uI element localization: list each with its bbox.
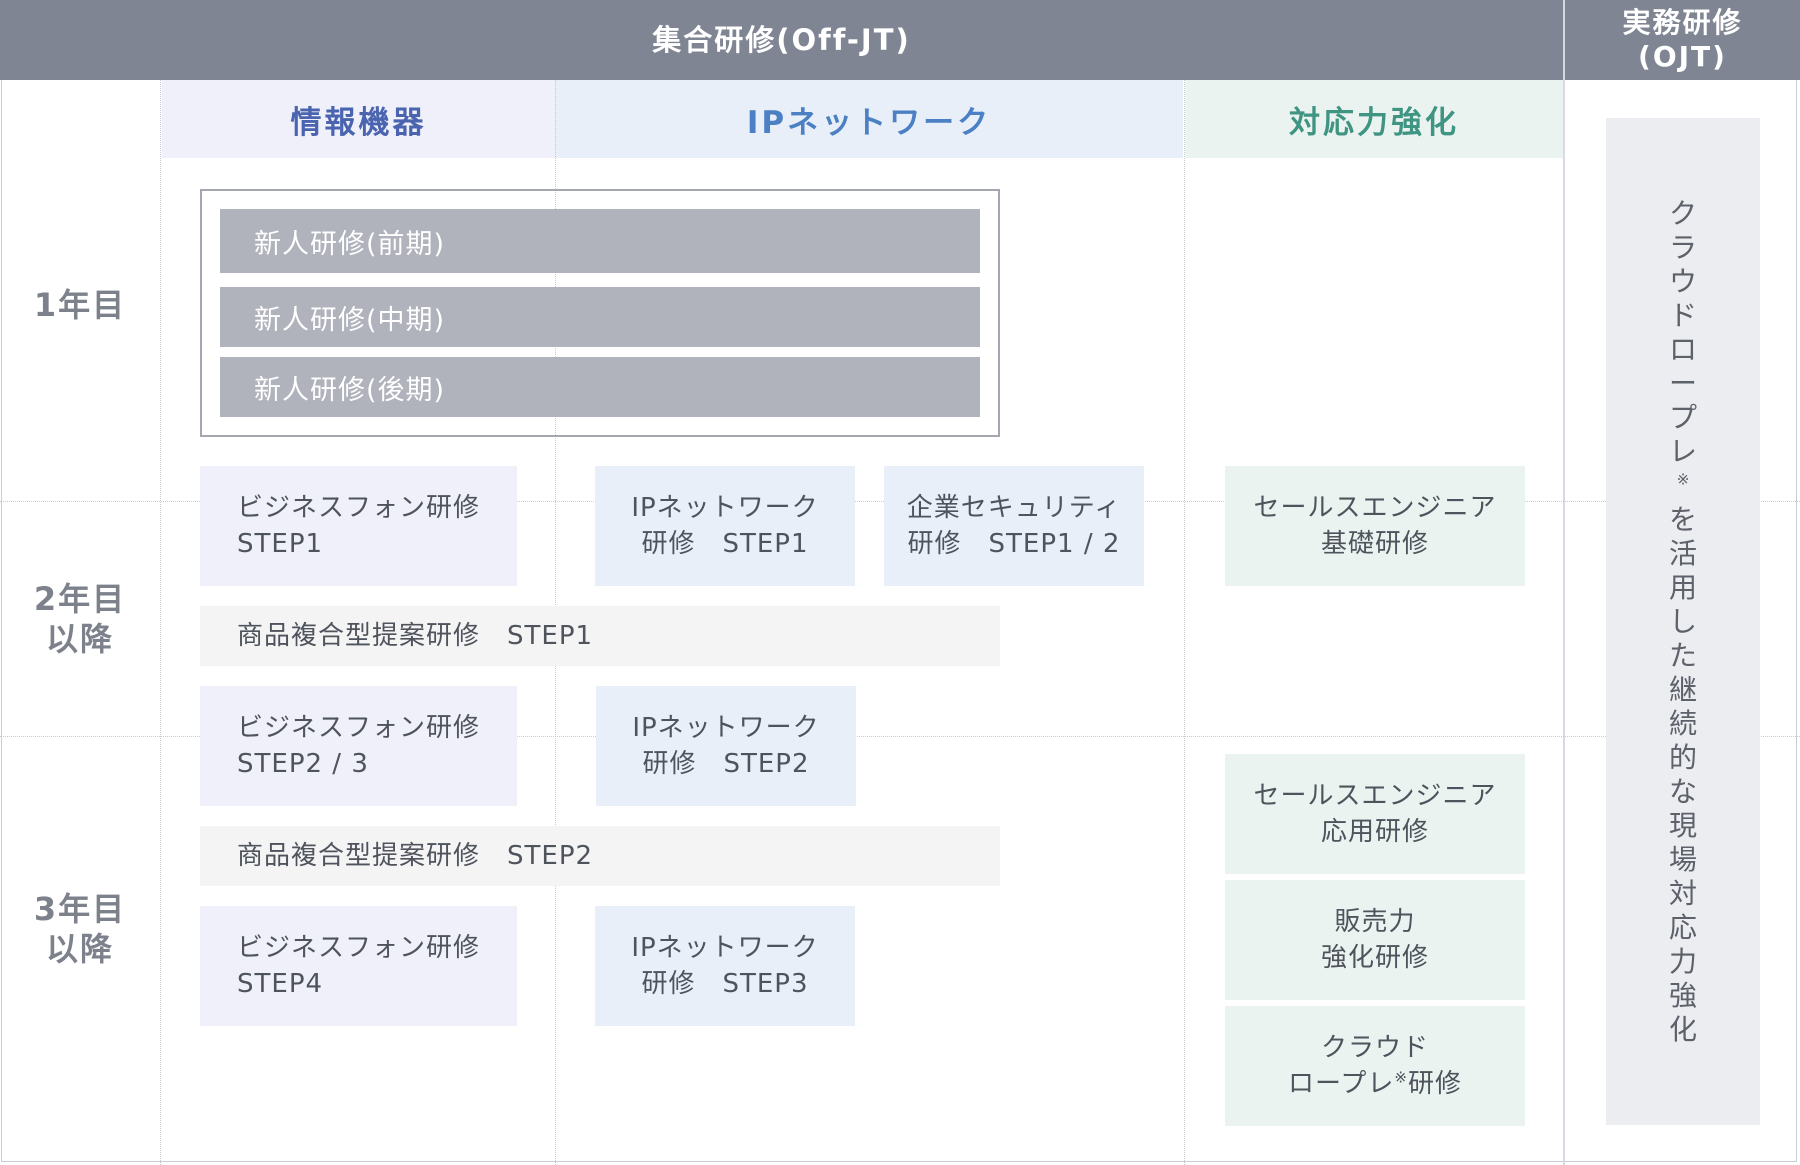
course-cloud-line2a: ロープレ (1287, 1069, 1395, 1099)
course-security-line2: 研修 STEP1 / 2 (907, 529, 1121, 559)
column-header-info-label: 情報機器 (290, 104, 427, 141)
course-bizphone-step23-line1: ビジネスフォン研修 (237, 713, 481, 743)
ojt-panel-char: 続 (1668, 706, 1697, 740)
new-hire-late: 新人研修(後期) (220, 357, 980, 417)
ojt-panel-char: 用 (1668, 570, 1697, 604)
course-bizphone-step4-line2: STEP4 (237, 969, 324, 999)
offjt-header: 集合研修(Off-JT) (0, 0, 1563, 80)
course-sales-power: 販売力 強化研修 (1225, 880, 1525, 1000)
grid-line-ojt-divider (1563, 0, 1565, 1165)
row-label-year3-line1: 3年目 (33, 890, 127, 928)
course-ipnet-step2-line1: IPネットワーク (632, 713, 820, 743)
course-sales-applied-line2: 応用研修 (1320, 817, 1429, 847)
new-hire-late-label: 新人研修(後期) (254, 374, 446, 406)
course-cloud-line2: ロープレ※研修 (1288, 1066, 1462, 1102)
row-label-year3-line2: 以降 (45, 930, 114, 968)
new-hire-mid-label: 新人研修(中期) (254, 304, 446, 336)
course-cloud-roleplay: クラウド ロープレ※研修 (1225, 1006, 1525, 1126)
course-sales-power-line1: 販売力 (1334, 907, 1416, 937)
new-hire-early-label: 新人研修(前期) (254, 228, 446, 260)
row-label-year2-line2: 以降 (45, 620, 114, 658)
ojt-panel-char: 的 (1668, 740, 1697, 774)
course-ipnet-step1-line2: 研修 STEP1 (641, 529, 809, 559)
course-bizphone-step4: ビジネスフォン研修 STEP4 (200, 906, 517, 1026)
ojt-panel-char: ウ (1668, 264, 1697, 298)
course-bizphone-step23-line2: STEP2 / 3 (237, 749, 369, 779)
course-sales-power-line2: 強化研修 (1320, 943, 1429, 973)
course-sales-engineer-basic: セールスエンジニア 基礎研修 (1225, 466, 1525, 586)
ojt-panel-char: な (1668, 774, 1697, 808)
ojt-panel-note-mark: ※ (1676, 470, 1690, 489)
ojt-panel-char: 現 (1668, 808, 1697, 842)
ojt-panel-char: し (1668, 604, 1697, 638)
course-sales-applied-line1: セールスエンジニア (1253, 781, 1497, 811)
course-proposal-step2: 商品複合型提案研修 STEP2 (200, 826, 1000, 886)
ojt-panel-char: ラ (1668, 230, 1697, 264)
ojt-panel-char: 継 (1668, 672, 1697, 706)
course-proposal-step2-label: 商品複合型提案研修 STEP2 (237, 841, 594, 871)
column-header-info: 情報機器 (162, 80, 555, 158)
grid-line-h2 (0, 736, 1800, 737)
grid-line-v3 (1184, 80, 1185, 1165)
ojt-title-line1: 実務研修 (1622, 6, 1743, 39)
offjt-title: 集合研修(Off-JT) (652, 23, 911, 57)
course-bizphone-step4-line1: ビジネスフォン研修 (237, 933, 481, 963)
course-sales-engineer-applied: セールスエンジニア 応用研修 (1225, 754, 1525, 874)
course-ipnet-step1: IPネットワーク 研修 STEP1 (595, 466, 855, 586)
ojt-panel: クラウドロープレ※ を活用した継続的な現場対応力強化 (1606, 118, 1760, 1125)
ojt-header: 実務研修 (OJT) (1565, 0, 1800, 80)
ojt-panel-char: た (1668, 638, 1697, 672)
course-proposal-step1: 商品複合型提案研修 STEP1 (200, 606, 1000, 666)
course-cloud-line2b: 研修 (1408, 1069, 1463, 1099)
ojt-panel-char: 対 (1668, 876, 1697, 910)
ojt-panel-char: 応 (1668, 910, 1697, 944)
row-label-year2-line1: 2年目 (33, 580, 127, 618)
column-header-response-label: 対応力強化 (1289, 104, 1459, 141)
row-label-year3: 3年目 以降 (0, 889, 160, 969)
new-hire-group (200, 189, 1000, 437)
ojt-panel-char: ー (1668, 366, 1697, 400)
course-bizphone-step23: ビジネスフォン研修 STEP2 / 3 (200, 686, 517, 806)
ojt-panel-char: 力 (1668, 944, 1697, 978)
ojt-panel-char: プ (1668, 400, 1697, 434)
column-header-ip: IPネットワーク (555, 80, 1183, 158)
course-proposal-step1-label: 商品複合型提案研修 STEP1 (237, 621, 594, 651)
row-label-year1: 1年目 (0, 285, 160, 325)
ojt-panel-char: 化 (1668, 1012, 1697, 1046)
course-sales-basic-line1: セールスエンジニア (1253, 493, 1497, 523)
course-security-line1: 企業セキュリティ (906, 493, 1122, 523)
ojt-title-line2: (OJT) (1638, 40, 1727, 73)
course-ipnet-step3-line2: 研修 STEP3 (641, 969, 809, 999)
ojt-panel-char: 活 (1668, 536, 1697, 570)
course-cloud-note-mark: ※ (1394, 1068, 1408, 1087)
course-ipnet-step2-line2: 研修 STEP2 (642, 749, 810, 779)
ojt-panel-char: ク (1668, 196, 1697, 230)
ojt-panel-char: を (1668, 502, 1697, 536)
course-ipnet-step2: IPネットワーク 研修 STEP2 (596, 686, 856, 806)
column-header-ip-label: IPネットワーク (746, 104, 992, 141)
ojt-panel-text: クラウドロープレ※ を活用した継続的な現場対応力強化 (1663, 197, 1703, 1047)
course-bizphone-step1-line1: ビジネスフォン研修 (237, 493, 481, 523)
ojt-panel-char: レ※ (1668, 434, 1697, 489)
column-header-response: 対応力強化 (1185, 80, 1563, 158)
ojt-panel-char: 強 (1668, 978, 1697, 1012)
course-security-step12: 企業セキュリティ 研修 STEP1 / 2 (884, 466, 1144, 586)
course-cloud-line1: クラウド (1320, 1033, 1429, 1063)
course-ipnet-step3-line1: IPネットワーク (631, 933, 819, 963)
ojt-panel-char: 場 (1668, 842, 1697, 876)
new-hire-mid: 新人研修(中期) (220, 287, 980, 347)
ojt-panel-char: ド (1668, 298, 1697, 332)
grid-line-v1 (160, 80, 161, 1165)
course-ipnet-step3: IPネットワーク 研修 STEP3 (595, 906, 855, 1026)
course-sales-basic-line2: 基礎研修 (1320, 529, 1429, 559)
new-hire-early: 新人研修(前期) (220, 209, 980, 273)
row-label-year1-text: 1年目 (33, 286, 127, 324)
course-bizphone-step1: ビジネスフォン研修 STEP1 (200, 466, 517, 586)
course-ipnet-step1-line1: IPネットワーク (631, 493, 819, 523)
ojt-panel-char: ロ (1668, 332, 1697, 366)
course-bizphone-step1-line2: STEP1 (237, 529, 324, 559)
row-label-year2: 2年目 以降 (0, 579, 160, 659)
